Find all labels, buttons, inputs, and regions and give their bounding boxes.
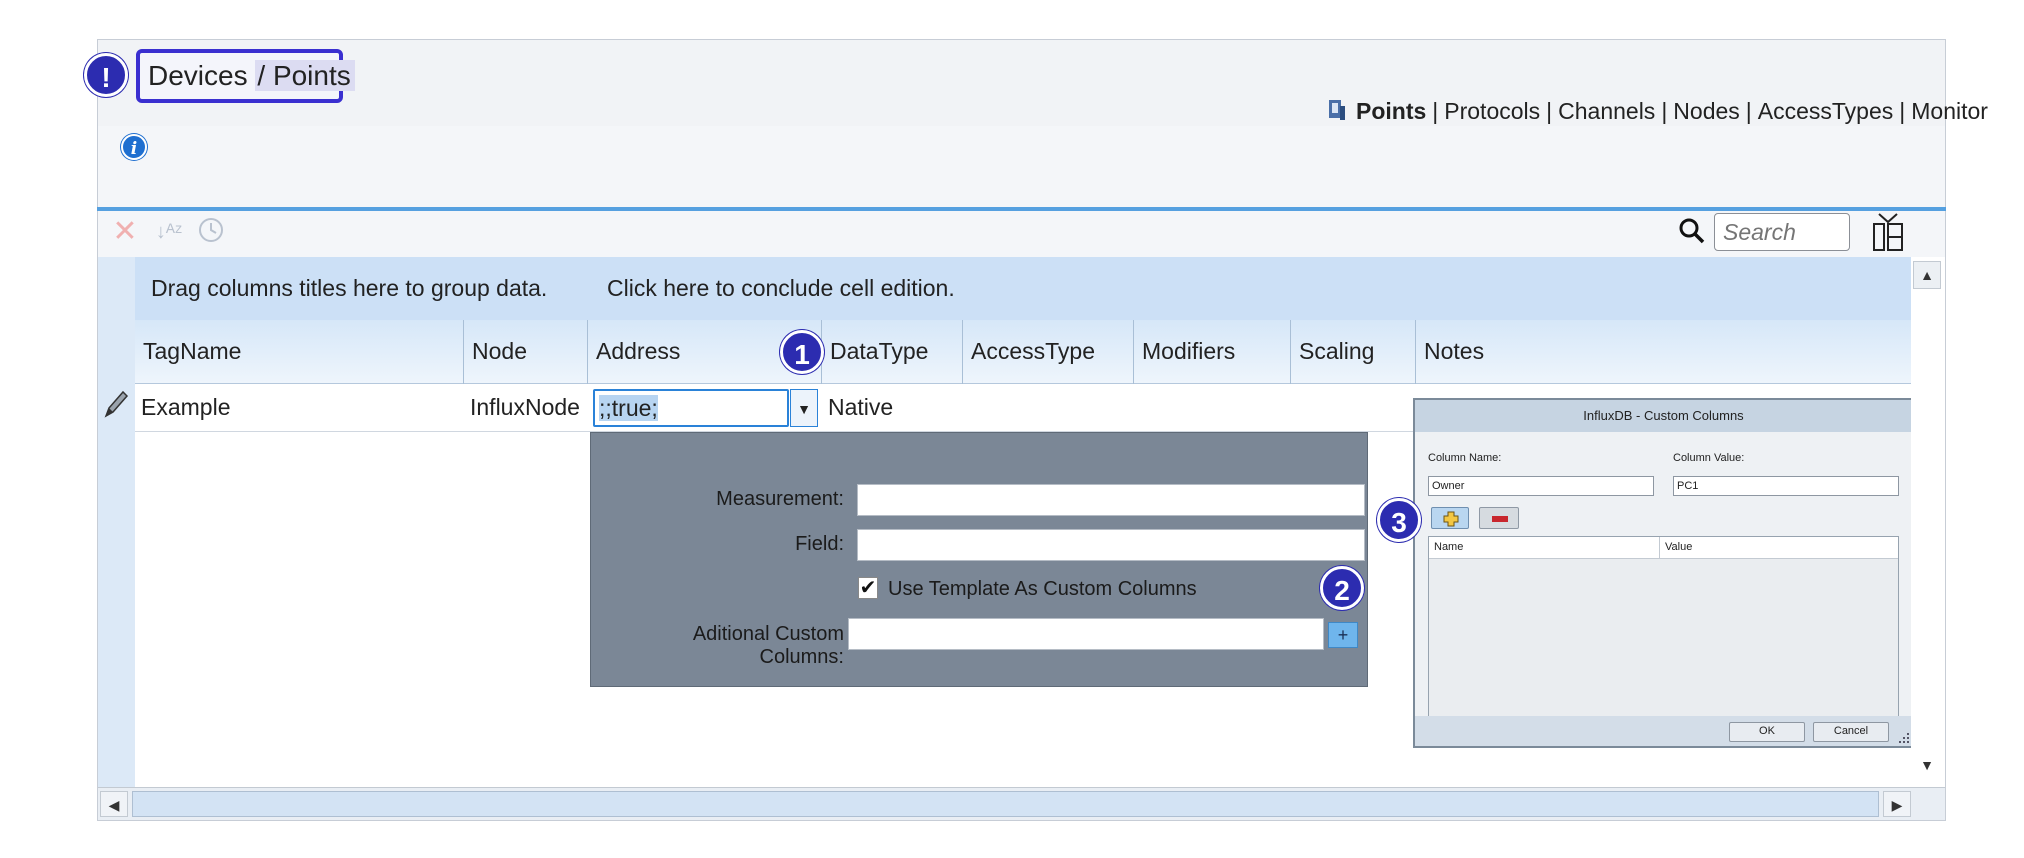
search-input[interactable] <box>1714 213 1850 251</box>
ok-button[interactable]: OK <box>1729 722 1805 742</box>
history-icon-glyph <box>196 215 226 245</box>
breadcrumb-points[interactable]: Points <box>273 60 351 91</box>
resize-grip-icon[interactable] <box>1896 730 1910 744</box>
minus-icon <box>1480 508 1520 530</box>
step-badge-3: 3 <box>1377 498 1421 542</box>
step-badge-2: 2 <box>1320 566 1364 610</box>
nav-channels[interactable]: Channels <box>1558 98 1655 124</box>
use-template-checkbox[interactable]: ✔ <box>858 577 878 599</box>
address-cell-editor[interactable]: ;;true; <box>593 389 789 427</box>
group-panel[interactable]: Drag columns titles here to group data. … <box>135 257 1911 320</box>
cell-node[interactable]: InfluxNode <box>464 384 588 432</box>
measurement-input[interactable] <box>857 484 1365 516</box>
list-header-value[interactable]: Value <box>1665 541 1692 553</box>
address-value: ;;true; <box>599 395 658 421</box>
column-header-datatype[interactable]: DataType <box>822 320 963 384</box>
custom-columns-list[interactable] <box>1428 536 1899 718</box>
horizontal-scroll-thumb[interactable] <box>132 791 1879 817</box>
history-icon[interactable] <box>194 215 228 249</box>
points-icon <box>1328 98 1346 122</box>
list-header: Name Value <box>1429 537 1898 559</box>
search-icon <box>1677 216 1707 246</box>
step-badge-1: 1 <box>780 330 824 374</box>
top-nav: Points|Protocols|Channels|Nodes|AccessTy… <box>1328 98 1988 130</box>
pencil-icon <box>102 388 130 420</box>
column-header-node[interactable]: Node <box>464 320 588 384</box>
column-name-input[interactable]: Owner <box>1428 476 1654 496</box>
cell-tagname[interactable]: Example <box>135 384 464 432</box>
cell-datatype[interactable]: Native <box>822 384 963 432</box>
nav-accesstypes[interactable]: AccessTypes <box>1758 98 1894 124</box>
list-header-name[interactable]: Name <box>1434 541 1463 553</box>
breadcrumb-devices[interactable]: Devices <box>148 60 248 91</box>
column-header-tagname[interactable]: TagName <box>135 320 464 384</box>
additional-columns-label: Aditional Custom Columns: <box>606 623 844 669</box>
breadcrumb: Devices / Points <box>136 49 343 103</box>
sort-az-icon[interactable]: ↓ᴬᶻ <box>152 215 186 249</box>
add-column-button[interactable] <box>1431 507 1469 529</box>
breadcrumb-separator: / <box>257 60 265 91</box>
nav-points[interactable]: Points <box>1356 98 1426 124</box>
scroll-up-icon[interactable]: ▲ <box>1913 261 1941 289</box>
measurement-label: Measurement: <box>612 488 844 511</box>
group-hint: Drag columns titles here to group data. <box>151 257 547 320</box>
scroll-down-icon[interactable]: ▼ <box>1913 752 1941 780</box>
column-name-label: Column Name: <box>1428 452 1501 464</box>
dialog-title: InfluxDB - Custom Columns <box>1415 400 1912 432</box>
scroll-right-icon[interactable]: ▶ <box>1883 791 1911 817</box>
vertical-scrollbar[interactable] <box>1911 257 1945 787</box>
column-header-accesstype[interactable]: AccessType <box>963 320 1134 384</box>
scroll-left-icon[interactable]: ◀ <box>100 791 128 817</box>
chevron-down-icon[interactable]: ▼ <box>790 389 818 427</box>
add-custom-columns-button[interactable]: + <box>1328 622 1358 648</box>
remove-column-button[interactable] <box>1479 507 1519 529</box>
column-value-input[interactable]: PC1 <box>1673 476 1899 496</box>
cancel-button[interactable]: Cancel <box>1813 722 1889 742</box>
column-value-label: Column Value: <box>1673 452 1744 464</box>
nav-protocols[interactable]: Protocols <box>1444 98 1540 124</box>
nav-monitor[interactable]: Monitor <box>1911 98 1988 124</box>
info-icon[interactable]: i <box>121 134 147 160</box>
row-indicator-column <box>98 257 135 787</box>
delete-icon[interactable]: ✕ <box>110 215 140 249</box>
grid-header: TagName Node Address DataType AccessType… <box>135 320 1911 384</box>
conclude-edit-hint[interactable]: Click here to conclude cell edition. <box>607 257 955 320</box>
nav-nodes[interactable]: Nodes <box>1673 98 1739 124</box>
header-divider <box>97 207 1946 211</box>
plus-icon <box>1432 508 1470 530</box>
column-header-scaling[interactable]: Scaling <box>1291 320 1416 384</box>
use-template-label: Use Template As Custom Columns <box>888 578 1197 601</box>
additional-columns-input[interactable] <box>848 618 1324 650</box>
column-chooser-icon[interactable] <box>1870 212 1906 252</box>
column-header-modifiers[interactable]: Modifiers <box>1134 320 1291 384</box>
field-input[interactable] <box>857 529 1365 561</box>
alert-badge: ! <box>84 53 128 97</box>
field-label: Field: <box>612 533 844 556</box>
column-header-notes[interactable]: Notes <box>1416 320 1911 384</box>
